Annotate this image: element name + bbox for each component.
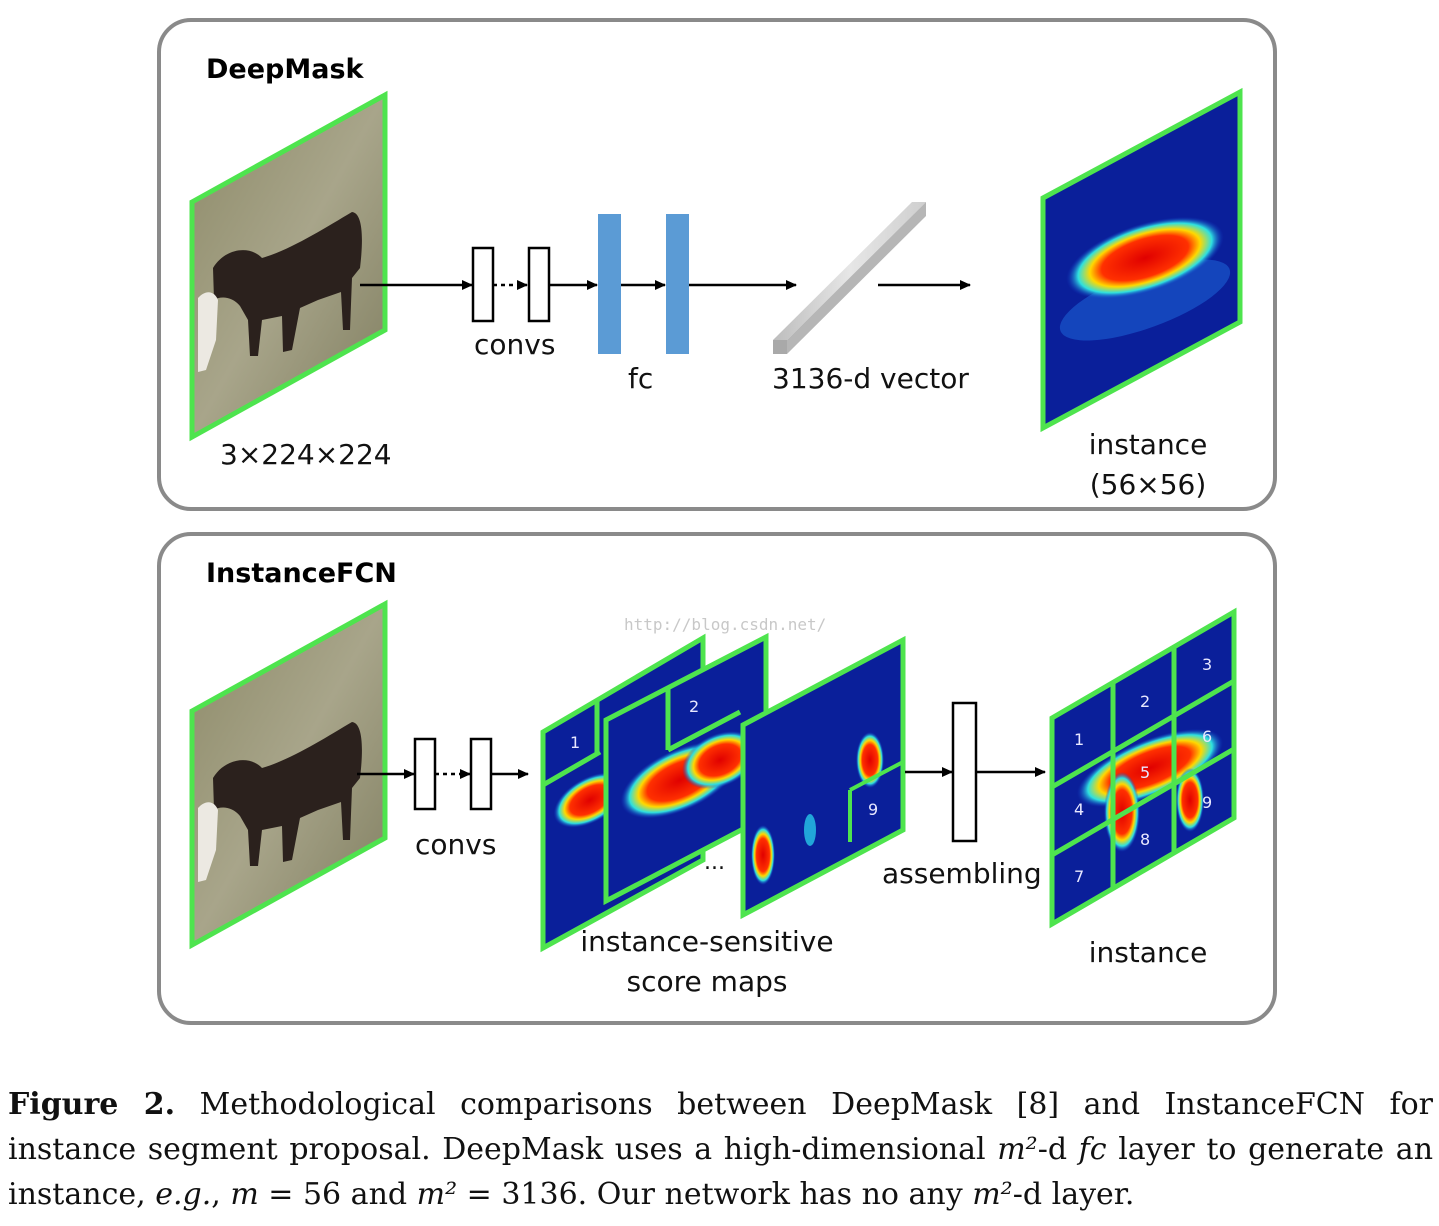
deepmask-convs-label: convs: [474, 328, 556, 361]
score-map-9: [740, 635, 906, 920]
caption-m2c: m²: [972, 1177, 1013, 1212]
cell-number-7: 7: [1074, 867, 1084, 886]
score-map-2: [603, 632, 769, 906]
deepmask-input-label: 3×224×224: [220, 438, 392, 471]
caption-part6: = 3136. Our network has no any: [457, 1177, 973, 1212]
cell-number-2-left: 2: [689, 697, 699, 716]
caption-part4: ,: [211, 1177, 231, 1212]
deepmask-conv-block-2: [527, 246, 551, 323]
cell-number-1-left: 1: [570, 733, 580, 752]
deepmask-title: DeepMask: [206, 54, 364, 85]
cell-number-5: 5: [1140, 763, 1150, 782]
figure-label: Figure 2.: [8, 1087, 176, 1122]
caption-m: m: [230, 1177, 259, 1212]
assembling-block: [951, 701, 978, 843]
caption-part7: -d layer.: [1012, 1177, 1135, 1212]
caption-m2b: m²: [416, 1177, 458, 1212]
score-maps-label-line2: score maps: [626, 965, 788, 998]
fc-layer-2: [666, 214, 689, 354]
instancefcn-panel: [157, 532, 1277, 1025]
deepmask-panel: [157, 18, 1277, 511]
diagram-graphics: 1 2 9 1 2 3 4 5 6 7 8 9: [189, 87, 1243, 953]
cell-number-6: 6: [1202, 727, 1212, 746]
instancefcn-output-heatmap: [1049, 607, 1237, 929]
fc-layer-1: [598, 214, 621, 354]
instancefcn-input-image: [189, 599, 388, 950]
figure-caption: Figure 2. Methodological comparisons bet…: [8, 1082, 1433, 1217]
score-maps-ellipsis: ...: [704, 850, 725, 875]
vector-label: 3136-d vector: [772, 362, 969, 395]
instancefcn-output-label: instance: [1088, 936, 1208, 969]
assembling-label: assembling: [882, 857, 1042, 890]
instancefcn-title: InstanceFCN: [206, 558, 397, 589]
caption-eg: e.g.: [155, 1177, 212, 1212]
watermark: http://blog.csdn.net/: [624, 615, 827, 634]
cell-number-9-left: 9: [868, 800, 878, 819]
cell-number-2: 2: [1140, 692, 1150, 711]
cell-number-4: 4: [1074, 800, 1084, 819]
caption-part5: = 56 and: [258, 1177, 417, 1212]
instancefcn-conv-block-2: [469, 737, 493, 811]
caption-part3: layer to generate an instance,: [8, 1132, 1434, 1212]
deepmask-input-image: [189, 90, 388, 442]
caption-part1: Methodological comparisons between DeepM…: [8, 1087, 1433, 1167]
instancefcn-conv-block-1: [413, 737, 437, 811]
score-map-cell-numbers: 1 2 9 1 2 3 4 5 6 7 8 9: [570, 655, 1212, 886]
cell-number-9: 9: [1202, 793, 1212, 812]
deepmask-conv-block-1: [471, 246, 495, 323]
vector-rod: [773, 202, 926, 354]
instancefcn-convs-label: convs: [415, 828, 497, 861]
caption-part2: -d: [1037, 1132, 1079, 1167]
fc-label: fc: [628, 362, 654, 395]
deepmask-output-heatmap: [1040, 87, 1243, 433]
cell-number-8: 8: [1140, 830, 1150, 849]
deepmask-output-label: instance: [1088, 428, 1208, 461]
deepmask-output-size-label: (56×56): [1089, 468, 1207, 501]
cell-number-1: 1: [1074, 730, 1084, 749]
caption-m2: m²: [997, 1132, 1038, 1167]
cell-number-3: 3: [1202, 655, 1212, 674]
caption-fc: fc: [1078, 1132, 1107, 1167]
score-maps-label: instance-sensitive: [580, 925, 834, 958]
